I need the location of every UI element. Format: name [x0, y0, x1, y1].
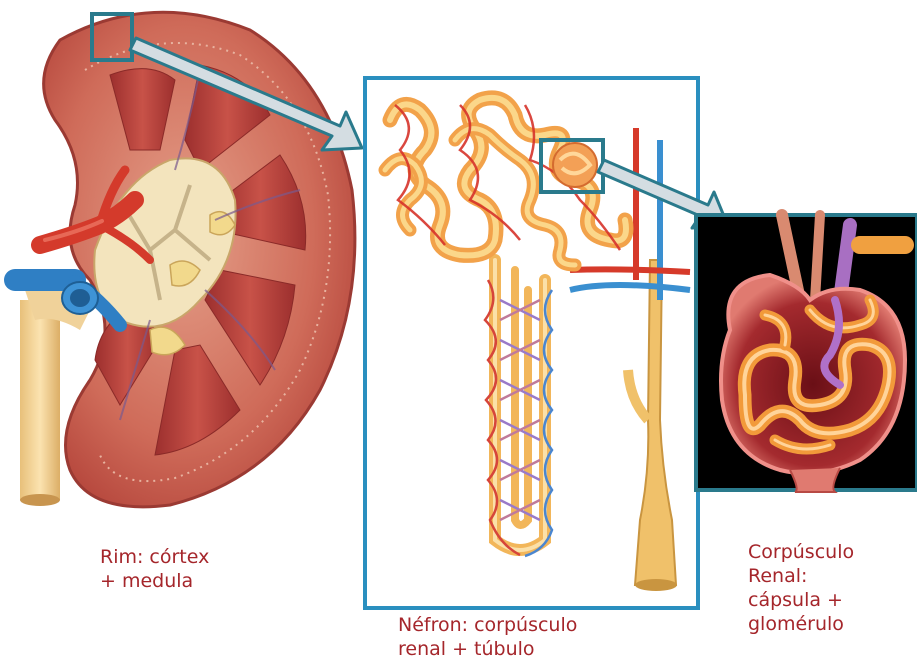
- renal-corpuscle-illustration: [696, 215, 917, 492]
- nephron-caption: Néfron: corpúsculo renal + túbulo: [398, 613, 577, 660]
- kidney-illustration: [15, 12, 355, 507]
- kidney-caption: Rim: córtex + medula: [100, 545, 209, 593]
- nephron-illustration: [365, 78, 698, 608]
- corpuscle-caption: Corpúsculo Renal: cápsula + glomérulo: [748, 540, 854, 636]
